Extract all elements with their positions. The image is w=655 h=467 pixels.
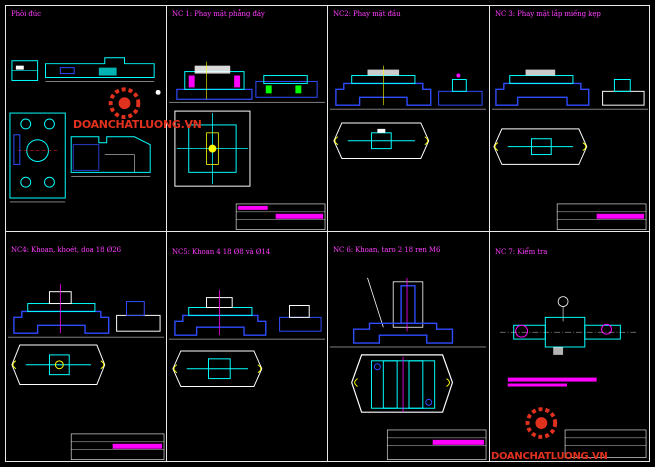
watermark-gear-logo-icon [108, 87, 141, 119]
op5-fixture-drawing [168, 289, 326, 387]
op7-inspection-drawing [499, 296, 647, 458]
panel-title: NC2: Phay mặt đầu [333, 10, 401, 18]
panel-title: NC 1: Phay mặt phẳng đáy [172, 10, 265, 18]
panel-op2[interactable]: NC2: Phay mặt đầu [327, 5, 490, 232]
panel-title: Phôi đúc [11, 10, 42, 18]
watermark-text: DOANCHATLUONG.VN [73, 118, 202, 131]
watermark-gear-logo-icon [525, 407, 558, 439]
panel-op6[interactable]: NC 6: Khoan, taro 2 18 ren M6 [327, 231, 490, 462]
watermark-text-bottom: DOANCHATLUONG.VN [491, 451, 608, 462]
op1-fixture-drawing [168, 61, 326, 230]
panel-rough-casting[interactable]: Phôi đúc [5, 5, 167, 232]
panel-title: NC4: Khoan, khoét, doa 18 Ø26 [11, 246, 121, 254]
panel-title: NC5: Khoan 4 18 Ø8 và Ø14 [172, 248, 271, 256]
panel-op3[interactable]: NC 3: Phay mặt lắp miếng kẹp [489, 5, 650, 232]
rough-casting-drawing [9, 57, 161, 203]
op2-fixture-drawing [329, 65, 487, 159]
op4-fixture-drawing [7, 283, 165, 460]
panel-title: NC 6: Khoan, taro 2 18 ren M6 [333, 246, 441, 254]
op6-fixture-drawing [329, 277, 487, 460]
panel-op7[interactable]: NC 7: Kiểm tra [489, 231, 650, 462]
op3-fixture-drawing [491, 69, 649, 230]
panel-op5[interactable]: NC5: Khoan 4 18 Ø8 và Ø14 [166, 231, 328, 462]
panel-title: NC 3: Phay mặt lắp miếng kẹp [495, 10, 601, 18]
panel-title: NC 7: Kiểm tra [495, 248, 548, 256]
panel-op4[interactable]: NC4: Khoan, khoét, doa 18 Ø26 [5, 231, 167, 462]
